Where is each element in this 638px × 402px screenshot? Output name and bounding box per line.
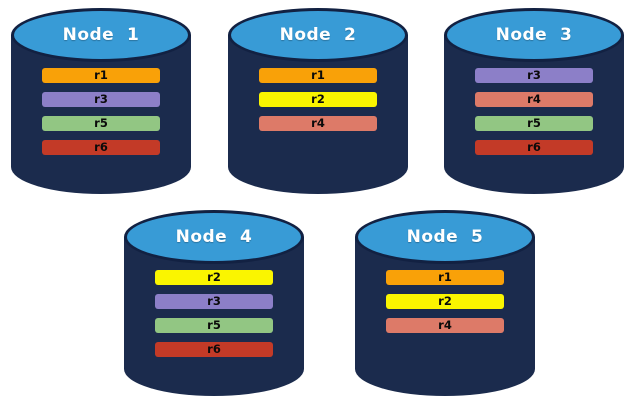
- replica-bar-r4: r4: [259, 116, 377, 131]
- node-title: Node 1: [62, 25, 140, 45]
- cylinder-top: Node 2: [228, 8, 408, 62]
- cylinder-top: Node 5: [355, 210, 535, 264]
- replica-list: r1 r2 r4: [386, 270, 504, 333]
- node-cylinder-2: Node 2 r1 r2 r4: [228, 8, 408, 194]
- node-cylinder-4: Node 4 r2 r3 r5 r6: [124, 210, 304, 396]
- node-cylinder-3: Node 3 r3 r4 r5 r6: [444, 8, 624, 194]
- replica-bar-r5: r5: [42, 116, 160, 131]
- node-title: Node 2: [279, 25, 357, 45]
- cylinder-top: Node 3: [444, 8, 624, 62]
- replica-list: r2 r3 r5 r6: [155, 270, 273, 357]
- replica-bar-r1: r1: [42, 68, 160, 83]
- replica-list: r1 r3 r5 r6: [42, 68, 160, 155]
- replica-bar-r2: r2: [386, 294, 504, 309]
- cylinder-top: Node 1: [11, 8, 191, 62]
- replica-bar-r6: r6: [475, 140, 593, 155]
- replica-list: r3 r4 r5 r6: [475, 68, 593, 155]
- replica-bar-r2: r2: [155, 270, 273, 285]
- node-cylinder-1: Node 1 r1 r3 r5 r6: [11, 8, 191, 194]
- replica-bar-r3: r3: [475, 68, 593, 83]
- replica-list: r1 r2 r4: [259, 68, 377, 131]
- replica-bar-r6: r6: [155, 342, 273, 357]
- replica-bar-r1: r1: [259, 68, 377, 83]
- replica-bar-r5: r5: [155, 318, 273, 333]
- replica-bar-r6: r6: [42, 140, 160, 155]
- cylinder-top: Node 4: [124, 210, 304, 264]
- node-cylinder-5: Node 5 r1 r2 r4: [355, 210, 535, 396]
- replica-bar-r2: r2: [259, 92, 377, 107]
- replica-bar-r4: r4: [475, 92, 593, 107]
- replica-bar-r3: r3: [42, 92, 160, 107]
- replica-bar-r4: r4: [386, 318, 504, 333]
- node-title: Node 4: [175, 227, 253, 247]
- node-title: Node 3: [495, 25, 573, 45]
- replica-bar-r3: r3: [155, 294, 273, 309]
- replica-bar-r5: r5: [475, 116, 593, 131]
- replica-bar-r1: r1: [386, 270, 504, 285]
- node-title: Node 5: [406, 227, 484, 247]
